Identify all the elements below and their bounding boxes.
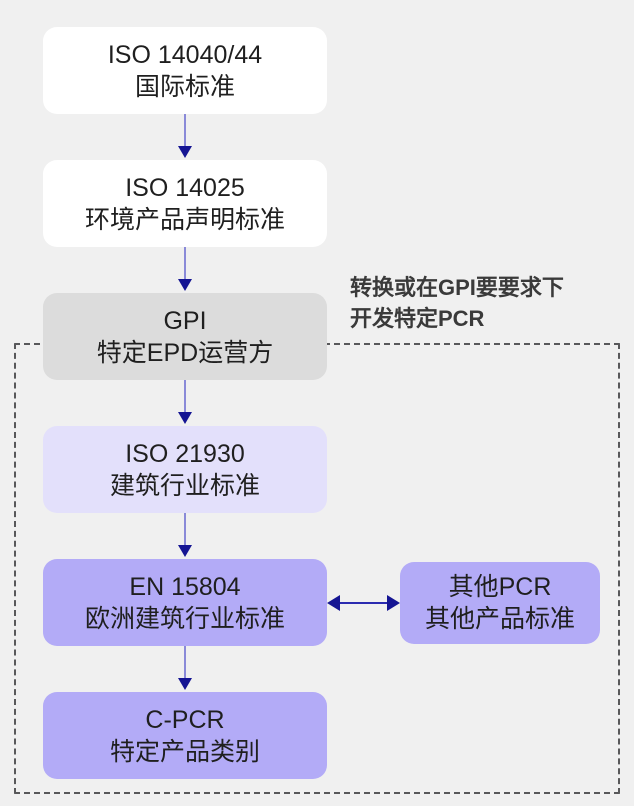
connector-iso14025-to-gpi [184, 247, 186, 281]
connector-iso14040-to-iso14025 [184, 114, 186, 148]
node-title: GPI [163, 306, 207, 335]
connector-iso21930-to-en15804 [184, 513, 186, 547]
node-subtitle: 特定产品类别 [109, 737, 260, 766]
annotation-line-1: 转换或在GPI要要求下 [350, 275, 564, 300]
node-title: ISO 14025 [125, 173, 245, 202]
arrowhead-down-icon [178, 678, 192, 690]
node-gpi[interactable]: GPI 特定EPD运营方 [43, 293, 327, 380]
arrowhead-down-icon [178, 545, 192, 557]
connector-en15804-to-cpcr [184, 646, 186, 680]
node-c-pcr[interactable]: C-PCR 特定产品类别 [43, 692, 327, 779]
arrowhead-right-icon [387, 595, 400, 611]
node-subtitle: 国际标准 [134, 72, 235, 101]
node-title: ISO 21930 [125, 439, 245, 468]
node-subtitle: 欧洲建筑行业标准 [84, 604, 285, 633]
arrowhead-left-icon [327, 595, 340, 611]
annotation-line-2: 开发特定PCR [350, 306, 485, 332]
arrowhead-down-icon [178, 279, 192, 291]
connector-gpi-to-iso21930 [184, 380, 186, 414]
node-subtitle: 其他产品标准 [424, 605, 575, 633]
arrowhead-down-icon [178, 146, 192, 158]
node-title: 其他PCR [448, 573, 552, 601]
node-iso-14025[interactable]: ISO 14025 环境产品声明标准 [43, 160, 327, 247]
node-subtitle: 建筑行业标准 [109, 471, 260, 500]
node-subtitle: 特定EPD运营方 [96, 338, 274, 367]
node-subtitle: 环境产品声明标准 [84, 205, 285, 234]
node-title: EN 15804 [129, 572, 241, 601]
node-iso-14040-44[interactable]: ISO 14040/44 国际标准 [43, 27, 327, 114]
node-title: C-PCR [145, 705, 225, 734]
node-iso-21930[interactable]: ISO 21930 建筑行业标准 [43, 426, 327, 513]
node-other-pcr[interactable]: 其他PCR 其他产品标准 [400, 562, 600, 644]
node-en-15804[interactable]: EN 15804 欧洲建筑行业标准 [43, 559, 327, 646]
node-title: ISO 14040/44 [107, 40, 263, 69]
arrowhead-down-icon [178, 412, 192, 424]
annotation-pcr-development: 转换或在GPI要要求下 开发特定PCR [350, 272, 610, 334]
connector-en15804-to-otherpcr [339, 602, 389, 604]
